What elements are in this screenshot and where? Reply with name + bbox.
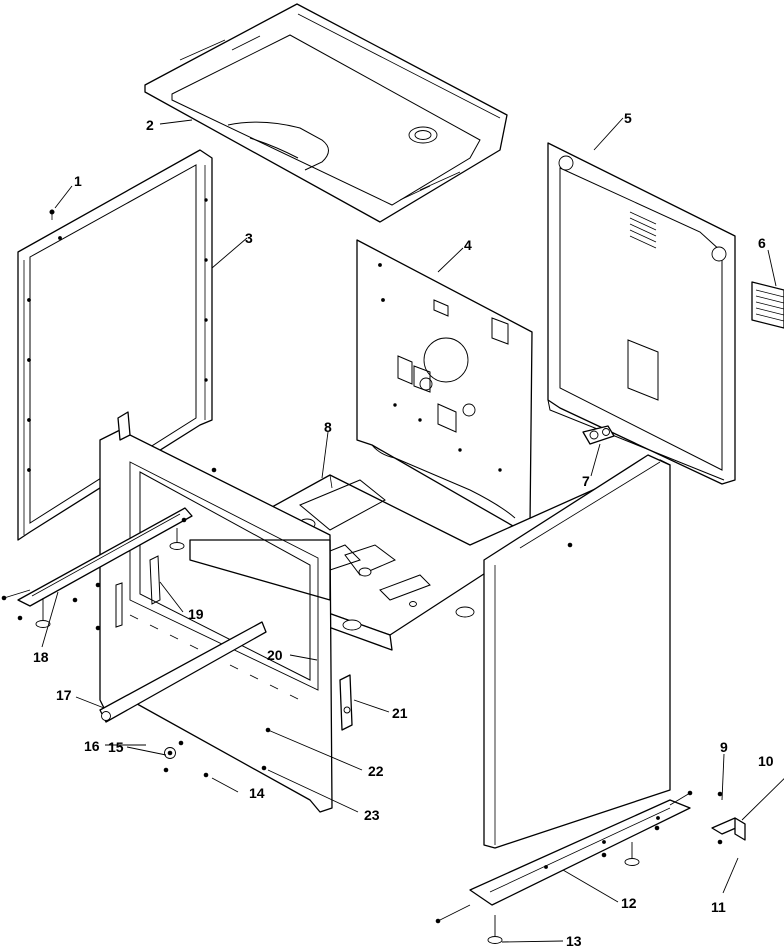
callout-14: 14 [249, 785, 265, 801]
rear-cover-panel [547, 142, 736, 485]
callout-13: 13 [566, 933, 582, 949]
vent-slots [629, 211, 657, 249]
callout-18: 18 [33, 649, 49, 665]
callout-11: 11 [711, 899, 726, 915]
front-frame [99, 411, 333, 813]
vent-grille [751, 281, 784, 329]
callout-15: 15 [108, 739, 124, 755]
rear-panel [356, 239, 533, 531]
callout-labels: 1 2 3 4 5 6 7 8 9 10 11 12 13 14 15 16 1… [33, 110, 774, 949]
right-bottom-rail [469, 799, 691, 906]
right-side-panel [483, 454, 671, 849]
left-side-frame [17, 149, 213, 541]
callout-9: 9 [720, 739, 728, 755]
callout-12: 12 [621, 895, 637, 911]
callout-2: 2 [146, 117, 154, 133]
small-bracket [711, 817, 746, 841]
callout-16: 16 [84, 738, 100, 754]
callout-3: 3 [245, 230, 253, 246]
grommet [582, 425, 615, 445]
leveling-legs [35, 528, 640, 944]
callout-4: 4 [464, 237, 472, 253]
front-frame-slots [129, 614, 299, 700]
grommet-15 [164, 747, 176, 759]
callout-7: 7 [582, 473, 590, 489]
callout-10: 10 [758, 753, 774, 769]
right-bracket [339, 674, 353, 731]
left-bottom-rail [17, 507, 193, 607]
callout-21: 21 [392, 705, 408, 721]
screws [1, 209, 723, 924]
callout-23: 23 [364, 807, 380, 823]
top-panel [144, 3, 508, 223]
front-cross-rail [99, 621, 267, 723]
callout-20: 20 [267, 647, 283, 663]
callout-19: 19 [188, 606, 204, 622]
callout-1: 1 [74, 173, 82, 189]
callout-22: 22 [368, 763, 384, 779]
callout-8: 8 [324, 419, 332, 435]
callout-6: 6 [758, 235, 766, 251]
leader-lines [41, 117, 784, 943]
callout-5: 5 [624, 110, 632, 126]
callout-17: 17 [56, 687, 72, 703]
